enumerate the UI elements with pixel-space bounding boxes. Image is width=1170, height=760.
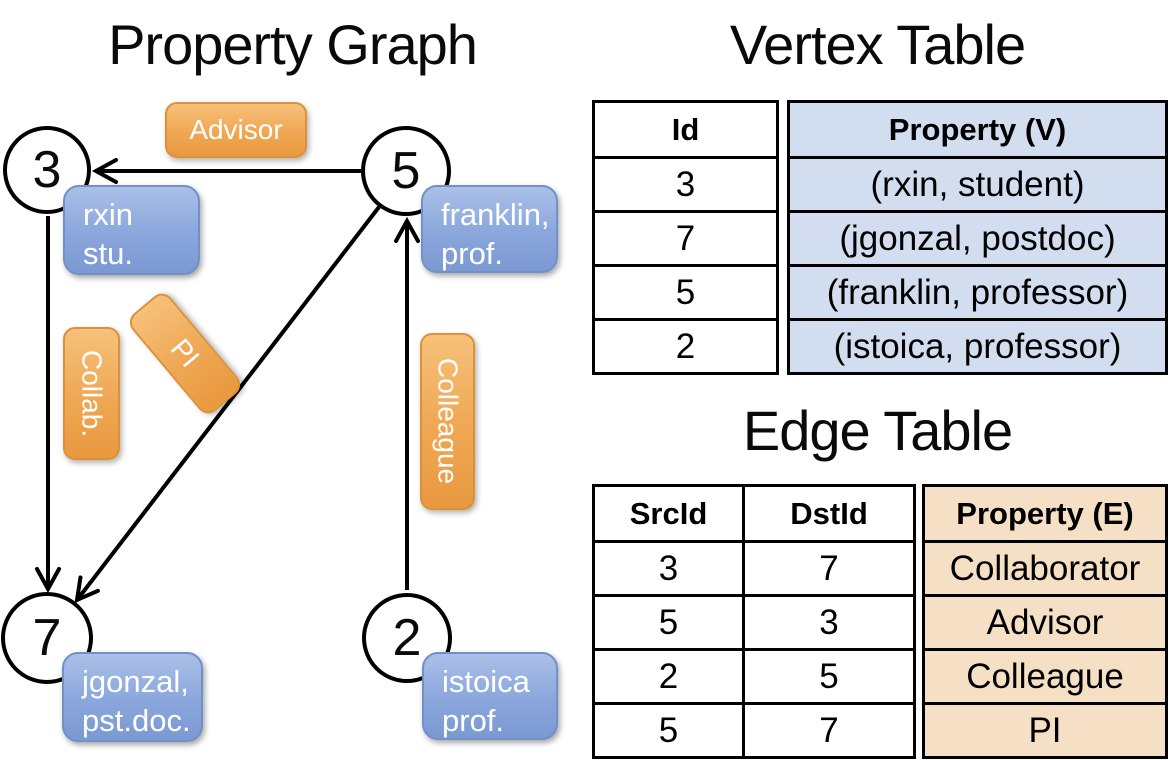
edge-label-advisor: Advisor (165, 102, 307, 158)
edge-label-collab-text: Collab. (76, 349, 108, 438)
edge-table-title: Edge Table (742, 399, 1013, 462)
edge-table-id-columns: SrcId DstId 3 7 5 3 2 5 5 7 (592, 484, 916, 759)
vertex-table-title: Vertex Table (729, 13, 1026, 76)
vertex-property-cell: (rxin, student) (790, 159, 1165, 210)
vertex-id-cell: 5 (675, 272, 696, 312)
vertex-col-property-header: Property (V) (790, 103, 1165, 156)
edge-table-property-column: Property (E) Collaborator Advisor Collea… (922, 484, 1168, 759)
edge-src-cell: 3 (658, 548, 679, 588)
vertex-prop-box-istoica: istoica prof. (422, 652, 558, 740)
graph-edges-canvas (35, 158, 420, 604)
vertex-property-cell: (jgonzal, postdoc) (790, 213, 1165, 264)
vertex-id-cell: 2 (675, 326, 696, 366)
graph-node-5: 5 (361, 126, 451, 216)
vertex-col-id-header: Id (671, 111, 700, 147)
vertex-prop-rxin-line1: rxin (83, 197, 133, 232)
graph-panel-title: Property Graph (108, 13, 478, 76)
edge-property-cell: Collaborator (925, 543, 1165, 594)
vertex-prop-franklin-line1: franklin, (441, 197, 550, 232)
edge-property-cell: Colleague (925, 651, 1165, 702)
vertex-id-cell: 3 (675, 164, 696, 204)
edge-col-dst-header: DstId (742, 487, 913, 540)
edge-dst-cell: 7 (742, 543, 913, 594)
node-2-id: 2 (392, 609, 422, 667)
vertex-table-id-column: Id 3 7 5 2 (592, 100, 779, 375)
vertex-prop-jgonzal-line2: pst.doc. (82, 703, 191, 738)
vertex-property-cell: (istoica, professor) (790, 321, 1165, 372)
edge-label-pi-text: PI (165, 333, 206, 374)
graph-node-2: 2 (362, 593, 452, 683)
edge-label-collab: Collab. (63, 327, 120, 460)
edge-col-src-header: SrcId (629, 495, 708, 531)
edge-pi-5-to-7 (74, 205, 381, 604)
vertex-prop-box-franklin: franklin, prof. (421, 185, 558, 273)
vertex-prop-franklin-line2: prof. (441, 236, 504, 271)
edge-src-cell: 5 (658, 602, 679, 642)
edge-property-cell: PI (925, 705, 1165, 756)
edge-label-advisor-text: Advisor (189, 114, 283, 145)
node-7-id: 7 (32, 609, 62, 667)
vertex-prop-istoica-line1: istoica (442, 664, 530, 699)
edge-property-cell: Advisor (925, 597, 1165, 648)
vertex-prop-rxin-line2: stu. (83, 236, 133, 271)
edge-col-property-header: Property (E) (925, 487, 1165, 540)
edge-src-cell: 5 (658, 710, 679, 750)
vertex-id-cell: 7 (675, 218, 696, 258)
vertex-prop-box-jgonzal: jgonzal, pst.doc. (62, 652, 203, 742)
vertex-prop-istoica-line2: prof. (442, 703, 505, 738)
edge-dst-cell: 3 (742, 597, 913, 648)
edge-label-colleague: Colleague (420, 333, 475, 510)
vertex-property-cell: (franklin, professor) (790, 267, 1165, 318)
vertex-prop-jgonzal-line1: jgonzal, (82, 664, 189, 699)
edge-label-colleague-text: Colleague (432, 358, 464, 485)
edge-dst-cell: 7 (742, 705, 913, 756)
node-3-id: 3 (32, 141, 62, 199)
vertex-table-property-column: Property (V) (rxin, student) (jgonzal, p… (787, 100, 1168, 375)
edge-dst-cell: 5 (742, 651, 913, 702)
node-5-id: 5 (391, 142, 421, 200)
edge-src-cell: 2 (658, 656, 679, 696)
vertex-prop-box-rxin: rxin stu. (63, 185, 200, 275)
